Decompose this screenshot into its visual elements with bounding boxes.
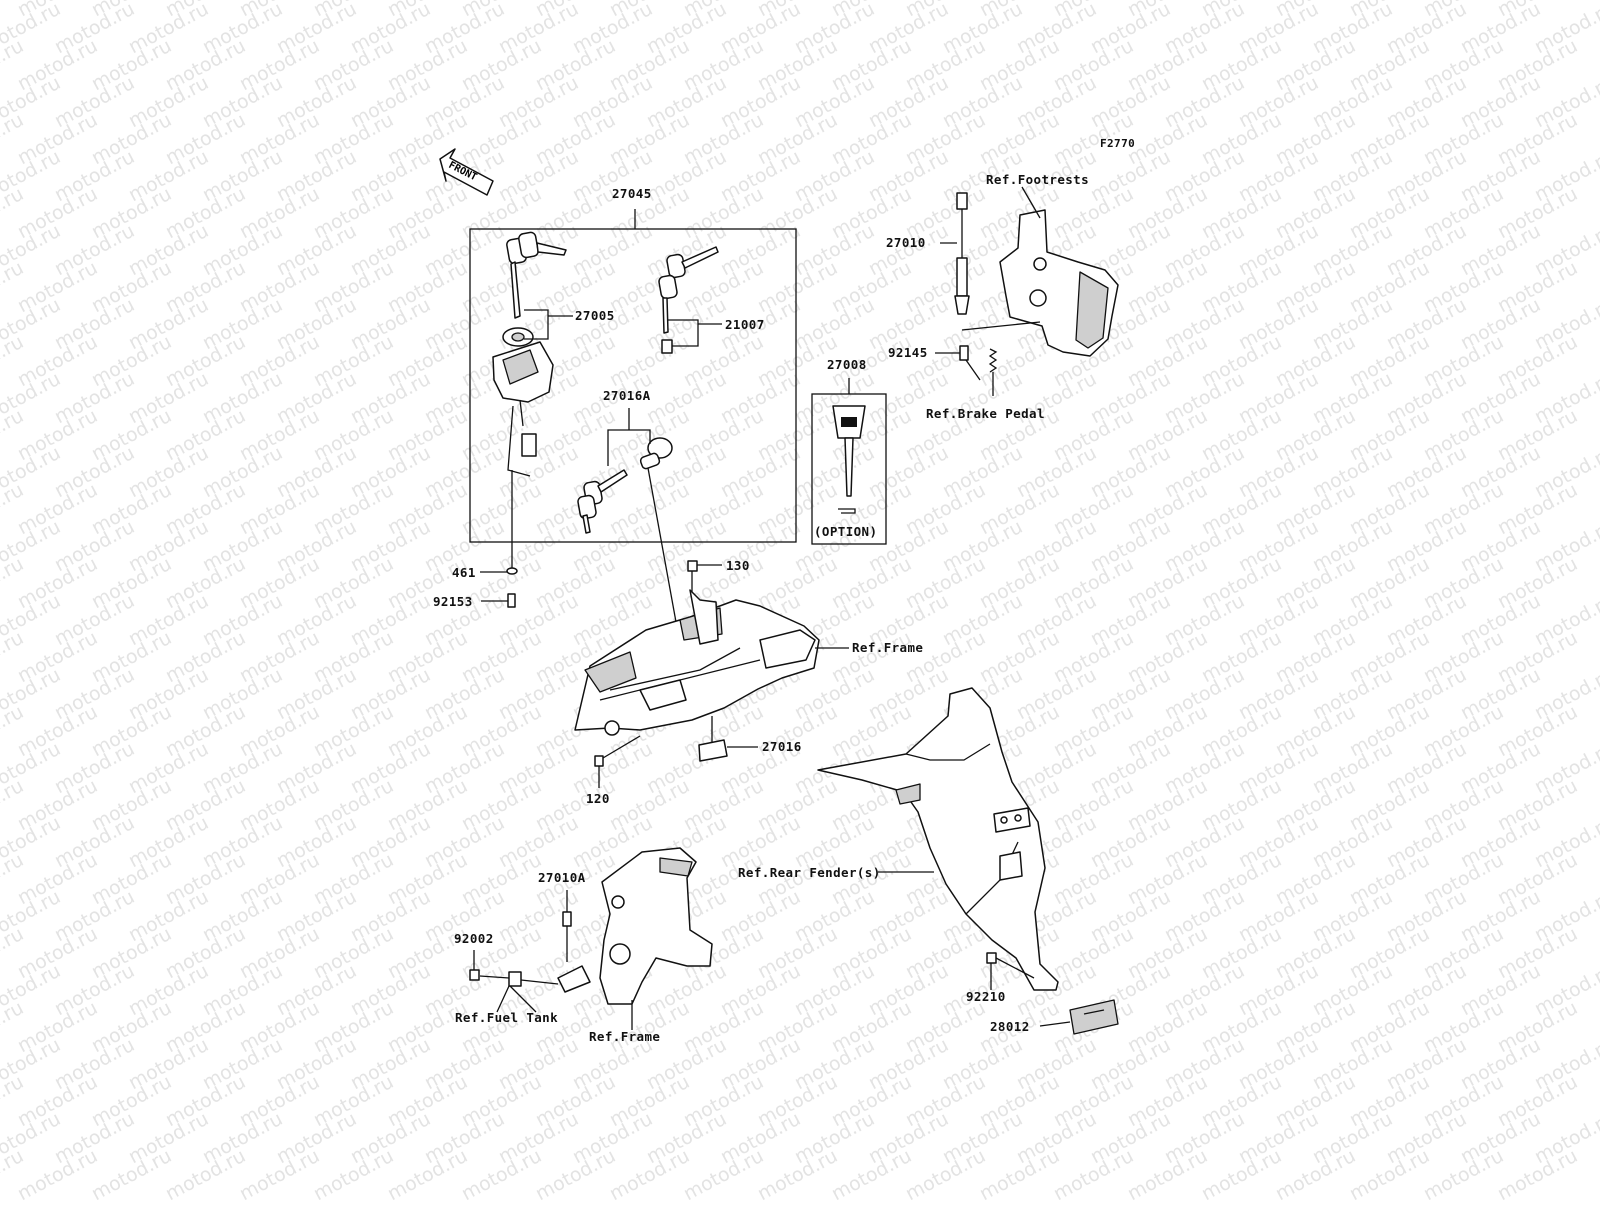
label-27016a: 27016A [603, 388, 651, 403]
holder-27016-icon [698, 716, 728, 762]
bolt-120-icon [594, 755, 604, 767]
label-ref-brake-pedal: Ref.Brake Pedal [926, 406, 1045, 421]
label-ref-footrests: Ref.Footrests [986, 172, 1090, 187]
footrest-bracket-icon [999, 209, 1119, 357]
figure-code: F2770 [1100, 137, 1136, 150]
key-set-21007-icon [658, 246, 719, 354]
label-27010: 27010 [886, 235, 926, 250]
label-92002: 92002 [454, 931, 494, 946]
label-27008: 27008 [827, 357, 867, 372]
rear-fender-icon [817, 687, 1059, 991]
switch-27010a-icon [557, 911, 591, 993]
clamp-icon [508, 971, 522, 987]
sidestand-bracket-icon [599, 847, 713, 1005]
label-21007: 21007 [725, 317, 765, 332]
main-frame-icon [574, 589, 820, 736]
key-set-27016a-icon [577, 437, 673, 534]
stand-switch-27010-icon [954, 192, 970, 315]
bolt-92153-icon [507, 593, 516, 608]
label-ref-frame-top: Ref.Frame [852, 640, 924, 655]
spring-92145-icon [959, 345, 998, 373]
bolt-92210-icon [986, 952, 997, 964]
label-ref-frame-bottom: Ref.Frame [589, 1029, 661, 1044]
label-28012: 28012 [990, 1019, 1030, 1034]
key-set-27005-icon [506, 231, 567, 319]
label-27045: 27045 [612, 186, 652, 201]
label-ref-rear-fender: Ref.Rear Fender(s) [738, 865, 881, 880]
key-blank-27008-icon [832, 405, 866, 514]
label-27005: 27005 [575, 308, 615, 323]
front-arrow-icon: FRONT [439, 148, 494, 196]
bolt-130-icon [687, 560, 698, 594]
label-92145: 92145 [888, 345, 928, 360]
label-120: 120 [586, 791, 610, 806]
label-130: 130 [726, 558, 750, 573]
reflector-28012-icon [1069, 999, 1119, 1035]
label-option: (OPTION) [814, 524, 878, 539]
label-461: 461 [452, 565, 476, 580]
label-92153: 92153 [433, 594, 473, 609]
bolt-92002-icon [469, 969, 480, 981]
kit-box-27045 [469, 228, 797, 543]
label-ref-fuel-tank: Ref.Fuel Tank [455, 1010, 559, 1025]
label-27016: 27016 [762, 739, 802, 754]
label-92210: 92210 [966, 989, 1006, 1004]
label-27010a: 27010A [538, 870, 586, 885]
ignition-switch-icon [492, 327, 554, 477]
washer-461-icon [506, 567, 518, 575]
